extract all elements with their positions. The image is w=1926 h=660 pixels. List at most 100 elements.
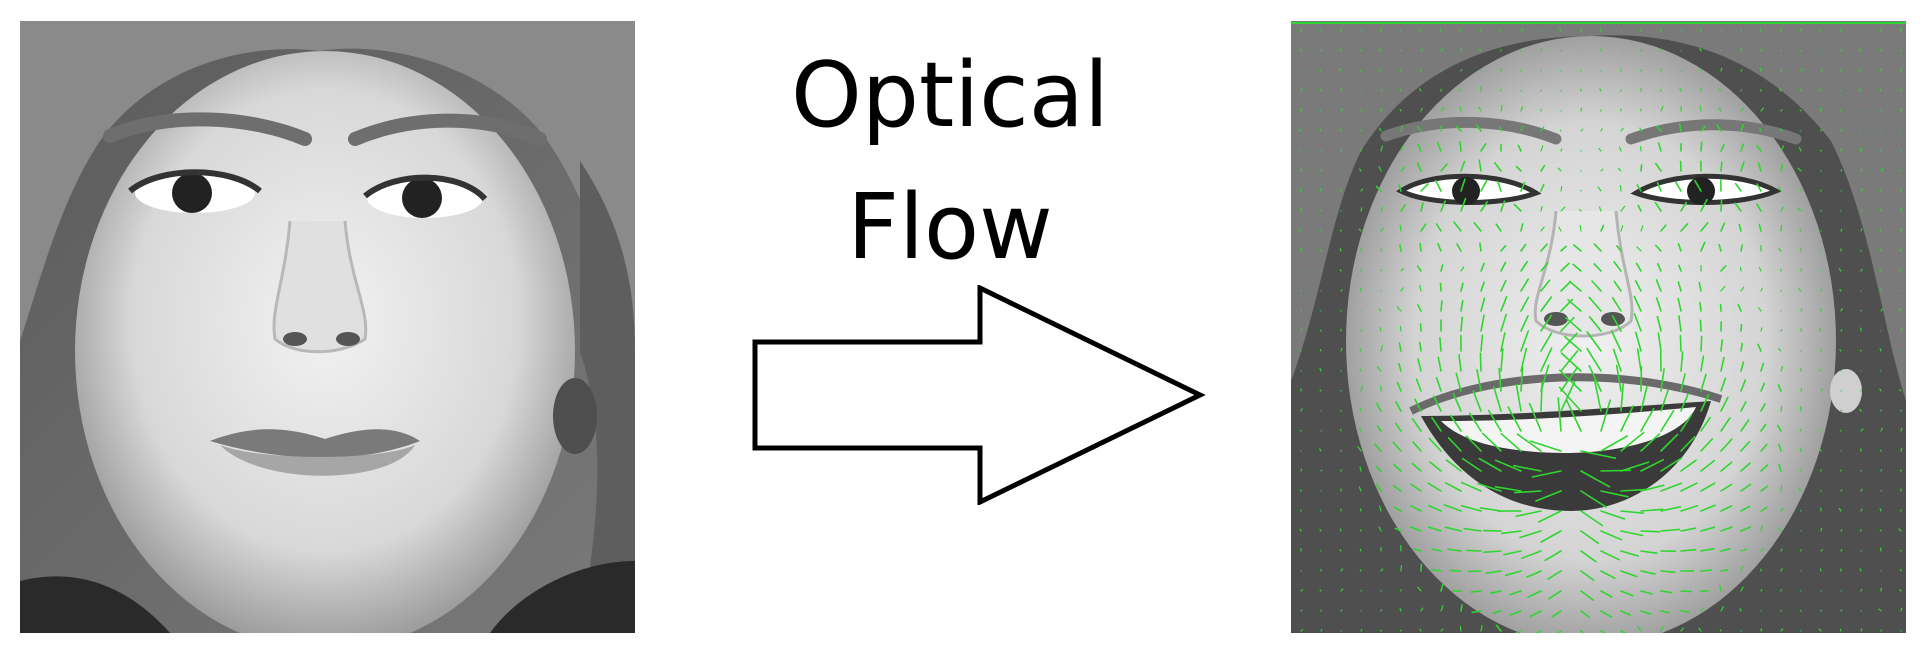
flow-vector	[1440, 583, 1444, 592]
flow-vector	[1375, 465, 1382, 472]
flow-vector	[1359, 466, 1362, 472]
flow-vector	[1640, 164, 1643, 172]
flow-vector	[1579, 224, 1582, 232]
flow-vector	[1500, 348, 1504, 372]
flow-vector	[1540, 279, 1551, 292]
flow-vector	[1449, 414, 1462, 432]
flow-vector	[1299, 229, 1302, 232]
flow-vector	[1479, 49, 1482, 52]
flow-vector	[1716, 124, 1722, 132]
caption-line-2: Flow	[847, 175, 1053, 280]
flow-vector	[1640, 570, 1656, 575]
flow-vector	[1718, 244, 1722, 252]
flow-vector	[1521, 550, 1542, 560]
flow-vector	[1559, 27, 1562, 32]
flow-vector	[1600, 224, 1605, 232]
flow-vector	[1860, 268, 1863, 272]
flow-vector	[1580, 530, 1600, 545]
flow-vector	[1839, 628, 1842, 632]
flow-vector	[1757, 343, 1762, 352]
flow-vector	[1339, 269, 1342, 272]
flow-vector	[1879, 49, 1882, 52]
flow-vector	[1447, 437, 1462, 452]
flow-vector	[1360, 269, 1363, 272]
flow-vector	[1720, 222, 1726, 232]
flow-vector	[1500, 432, 1522, 452]
flow-vector	[1838, 268, 1842, 272]
flow-vector	[1879, 547, 1882, 552]
flow-vector	[1431, 416, 1442, 432]
flow-vector	[1565, 399, 1582, 432]
flow-vector	[1613, 280, 1622, 292]
flow-vector	[1659, 89, 1662, 92]
flow-vector	[1453, 221, 1462, 232]
flow-vector	[1610, 330, 1622, 352]
flow-vector	[1540, 332, 1553, 352]
flow-vector	[1340, 289, 1343, 292]
flow-vector	[1780, 145, 1785, 152]
flow-vector	[1719, 584, 1722, 592]
flow-vector	[1660, 409, 1675, 432]
flow-vector	[1420, 107, 1423, 112]
flow-vector	[1504, 570, 1522, 577]
flow-vector	[1739, 608, 1742, 612]
flow-vector	[1600, 127, 1603, 132]
flow-vector	[1611, 296, 1622, 312]
flow-vector	[1737, 303, 1742, 312]
flow-vector	[1600, 570, 1616, 580]
flow-vector	[1419, 242, 1422, 252]
flow-vector	[1375, 185, 1382, 192]
flow-vector	[1498, 367, 1502, 392]
flow-vector	[1758, 266, 1762, 272]
neutral-face-image	[20, 21, 635, 633]
flow-vector	[1680, 373, 1686, 392]
flow-vector	[1840, 549, 1843, 552]
flow-vector	[1396, 381, 1402, 392]
flow-vector	[1778, 248, 1782, 252]
flow-vector	[1620, 590, 1634, 597]
flow-vector	[1840, 308, 1843, 312]
flow-vector	[1480, 624, 1483, 632]
flow-vector	[1419, 628, 1422, 632]
flow-vector	[1411, 462, 1422, 472]
flow-vector	[1415, 378, 1422, 392]
flow-vector	[1800, 308, 1803, 312]
flow-vector	[1320, 269, 1323, 272]
flow-vector	[1720, 569, 1729, 572]
flow-vector	[1392, 463, 1402, 472]
flow-vector	[1798, 146, 1802, 152]
flow-vector	[1700, 222, 1709, 232]
flow-vector	[1547, 570, 1562, 580]
flow-vector	[1500, 68, 1503, 72]
flow-vector	[1858, 88, 1862, 92]
flow-vector	[1399, 244, 1402, 252]
flow-vector	[1460, 178, 1466, 192]
flow-vector	[1556, 630, 1562, 633]
flow-vector	[1413, 548, 1422, 552]
flow-vector	[1513, 464, 1542, 472]
flow-vector	[1739, 266, 1742, 272]
flow-vector	[1513, 490, 1542, 494]
flow-vector	[1778, 463, 1782, 472]
flow-vector	[1420, 223, 1427, 232]
flow-vector	[1540, 296, 1553, 312]
flow-vector	[1879, 388, 1882, 392]
flow-vector	[1654, 201, 1662, 212]
flow-vector	[1600, 469, 1632, 472]
flow-vector	[1660, 528, 1681, 532]
flow-vector	[1720, 606, 1724, 612]
flow-vector	[1395, 400, 1402, 412]
flow-vector	[1320, 49, 1323, 52]
flow-vector	[1466, 549, 1482, 552]
flow-vector	[1519, 530, 1542, 539]
flow-vector	[1660, 105, 1664, 112]
flow-vector	[1899, 589, 1902, 592]
flow-vector	[1540, 126, 1545, 132]
flow-vector	[1412, 441, 1422, 452]
flow-vector	[1738, 223, 1742, 232]
flow-vector	[1467, 570, 1482, 573]
flow-vector	[1819, 369, 1822, 372]
flow-vector	[1360, 109, 1363, 112]
flow-vector	[1678, 123, 1682, 132]
flow-vector	[1558, 369, 1582, 392]
